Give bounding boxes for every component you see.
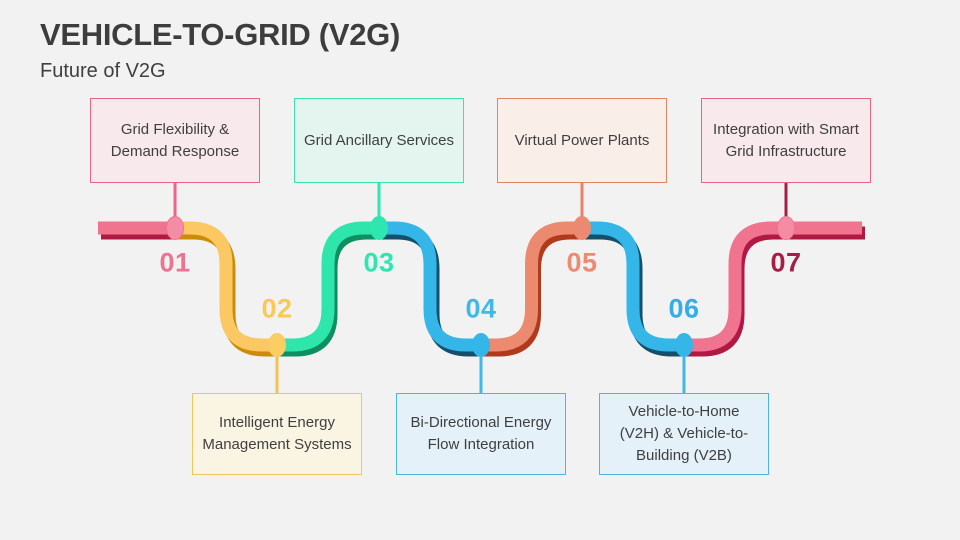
step-box-label-07: Integration with Smart Grid Infrastructu…: [713, 120, 859, 160]
step-node-03: [370, 216, 388, 240]
ribbon-segment-4: [481, 221, 582, 352]
step-box-06: Vehicle-to-Home (V2H) & Vehicle-to-Build…: [599, 393, 769, 475]
step-number-03: 03: [363, 247, 395, 278]
step-number-04: 04: [465, 293, 497, 324]
step-number-05: 05: [566, 247, 598, 278]
step-node-05: [573, 216, 591, 240]
step-number-01: 01: [159, 247, 191, 278]
step-box-01: Grid Flexibility & Demand Response: [90, 98, 260, 183]
step-box-07: Integration with Smart Grid Infrastructu…: [701, 98, 871, 183]
step-number-07: 07: [770, 247, 802, 278]
step-node-04: [472, 333, 490, 357]
step-box-05: Virtual Power Plants: [497, 98, 667, 183]
step-box-label-01: Grid Flexibility & Demand Response: [110, 120, 240, 160]
ribbon-shadow-layer: [101, 226, 865, 357]
ribbon-segment-5: [582, 221, 684, 352]
step-box-label-04: Bi-Directional Energy Flow Integration: [410, 414, 552, 453]
step-box-label-02: Intelligent Energy Management Systems: [202, 414, 352, 453]
page-subtitle: Future of V2G: [40, 60, 166, 82]
step-box-03: Grid Ancillary Services: [294, 98, 464, 183]
ribbon-segment-1: [175, 221, 277, 352]
step-box-04: Bi-Directional Energy Flow Integration: [396, 393, 566, 475]
ribbon-segment-2: [277, 221, 379, 352]
step-box-02: Intelligent Energy Management Systems: [192, 393, 362, 475]
step-box-label-06: Vehicle-to-Home (V2H) & Vehicle-to-Build…: [619, 403, 749, 464]
step-node-06: [675, 333, 693, 357]
step-number-06: 06: [668, 293, 700, 324]
ribbon-segment-6: [684, 221, 786, 352]
step-node-01: [166, 216, 184, 240]
step-box-label-03: Grid Ancillary Services: [303, 131, 455, 149]
page-title: VEHICLE-TO-GRID (V2G): [40, 17, 400, 52]
step-number-02: 02: [261, 293, 293, 324]
ribbon-segment-3: [379, 221, 481, 352]
step-node-07: [777, 216, 795, 240]
step-node-02: [268, 333, 286, 357]
step-box-label-05: Virtual Power Plants: [514, 131, 650, 149]
